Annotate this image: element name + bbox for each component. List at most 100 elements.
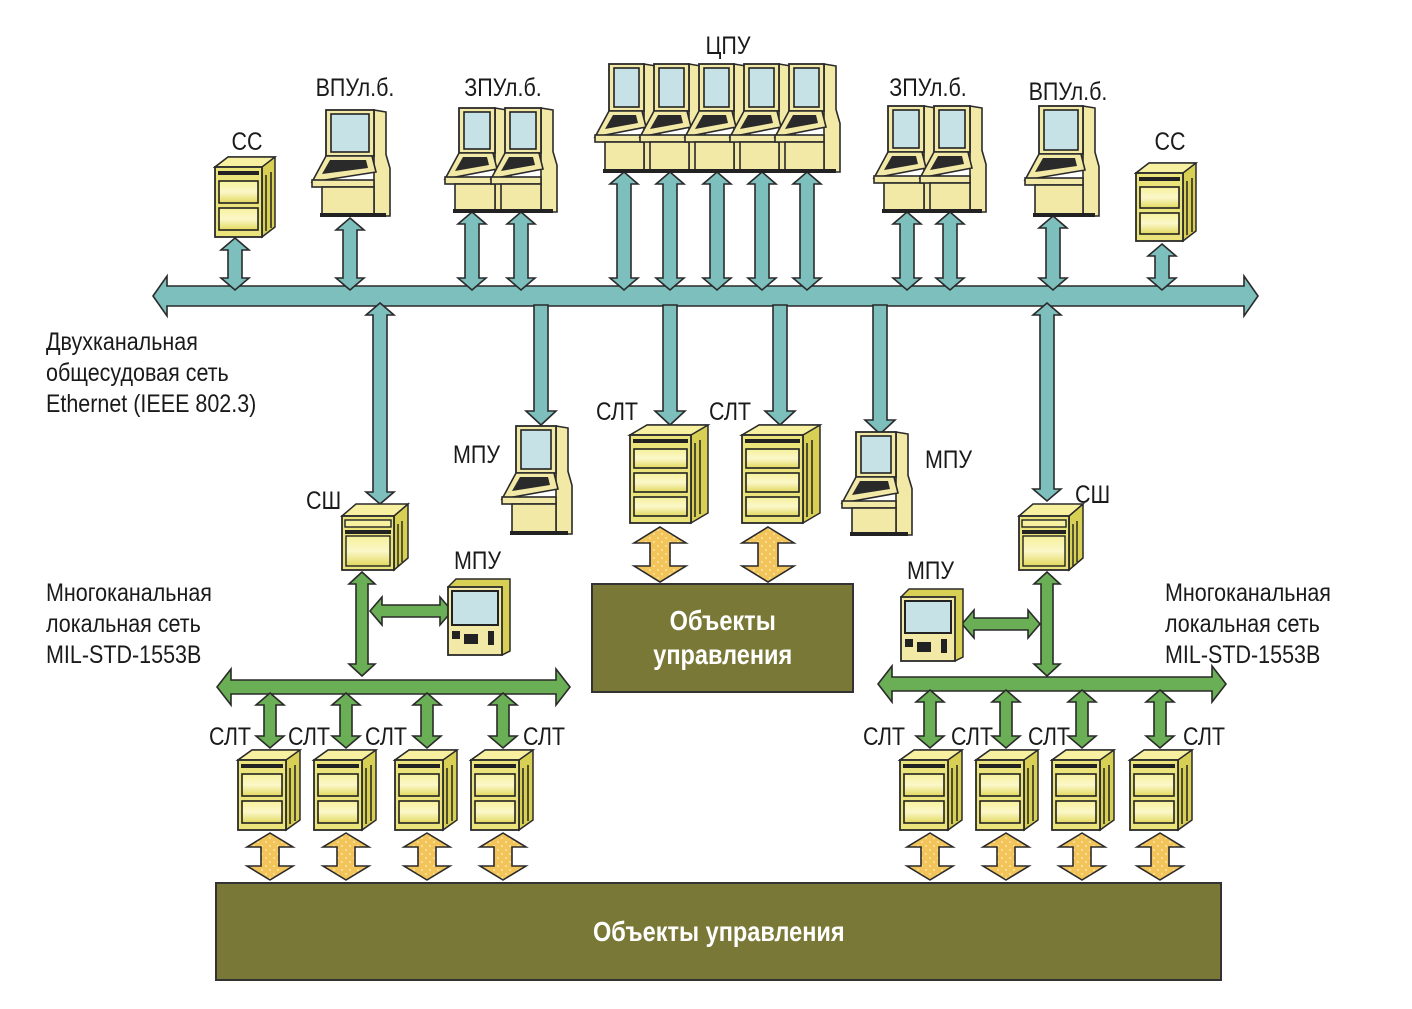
left-local-label-line-2: локальная сеть [46, 610, 201, 638]
io-slt-mid-1 [631, 526, 689, 583]
console-screen-icon [793, 67, 820, 108]
cabinet-cc-left [212, 156, 278, 239]
label-vpu-left: ВПУл.б. [315, 74, 395, 102]
link-slt-left-4 [486, 691, 520, 750]
console-foot [453, 209, 507, 213]
io-slt-right-3 [1056, 832, 1108, 881]
console-screen-icon [463, 111, 491, 150]
gateway-slot [1021, 519, 1067, 528]
left-local-label-line-3: MIL-STD-1553B [46, 641, 202, 669]
io-slt-mid-2 [739, 526, 797, 583]
label-slt-right-3: СЛТ [1028, 723, 1071, 751]
console-desk-edge [444, 176, 496, 185]
console-zpu-right [872, 105, 987, 213]
console-base [604, 141, 645, 173]
cabinet-slot [903, 764, 945, 768]
label-vpu-right: ВПУл.б. [1028, 78, 1108, 106]
link-slt-left-1 [253, 691, 287, 750]
terminal-key [464, 634, 478, 644]
label-slt-right-4: СЛТ [1183, 723, 1226, 751]
link-sh-right-local [1031, 570, 1063, 678]
cabinet-slt-left-4 [468, 749, 536, 832]
console-keys [695, 115, 728, 129]
console-foot [1033, 213, 1095, 217]
console-keys [884, 156, 918, 170]
cabinet-slot [1133, 764, 1175, 768]
link-vpu-right [1036, 214, 1070, 292]
console-keys [501, 157, 535, 171]
cabinet-drawer [979, 800, 1021, 824]
console-base [454, 183, 496, 213]
ethernet-label-line-3: Ethernet (IEEE 802.3) [46, 390, 257, 418]
console-foot [928, 209, 982, 213]
cabinet-drawer [474, 800, 516, 824]
console-desk-edge [639, 134, 690, 143]
cabinet-drawer [745, 496, 800, 517]
console-screen-icon [892, 109, 920, 149]
connection-arrows [152, 170, 1259, 881]
console-base [321, 186, 375, 217]
console-foot [882, 209, 936, 213]
link-slt-left-2 [329, 691, 363, 750]
right-local-label-line-2: локальная сеть [1165, 610, 1320, 638]
console-keys [852, 481, 890, 495]
label-cc-left: СС [231, 128, 263, 156]
cabinet-drawer [745, 448, 800, 469]
console-foot [603, 169, 656, 173]
label-zpu-left: ЗПУл.б. [464, 74, 542, 102]
label-mpu-mid-right: МПУ [925, 446, 973, 474]
link-cc-left [218, 236, 252, 292]
console-screen-icon [509, 111, 537, 150]
label-slt-right-1: СЛТ [863, 723, 906, 751]
console-keys [322, 160, 368, 174]
cabinet-slot [474, 764, 516, 768]
console-base [511, 503, 557, 535]
cabinet-slot [398, 764, 440, 768]
console-base [1034, 184, 1084, 217]
gateway-sh-left [339, 502, 411, 572]
console-mpu-mid-right [840, 431, 913, 536]
console-base [784, 141, 825, 173]
cabinet-drawer [1139, 186, 1180, 209]
console-desk-edge [729, 134, 780, 143]
console-screen-icon [703, 67, 730, 108]
link-slt-right-1 [913, 688, 947, 750]
milstd-bus-left [215, 666, 572, 708]
console-keys [605, 115, 638, 129]
cabinet-drawer [1133, 773, 1175, 797]
cabinet-drawer [903, 800, 945, 824]
console-screen-icon [520, 429, 552, 470]
left-local-label-line-1: Многоканальная [46, 579, 212, 607]
console-keys [930, 156, 964, 170]
label-slt-left-3: СЛТ [365, 723, 408, 751]
gateway-panel [345, 535, 391, 567]
terminal-key [941, 639, 947, 653]
console-side [1082, 105, 1100, 217]
link-sh-right [1030, 301, 1064, 503]
console-desk-edge [774, 134, 825, 143]
cabinet-slt-right-1 [897, 749, 965, 832]
link-slt-left-3 [410, 691, 444, 750]
label-slt-left-4: СЛТ [523, 723, 566, 751]
link-cpu-4 [745, 170, 779, 292]
terminal-key [905, 639, 913, 647]
console-side [969, 105, 987, 213]
console-desk-edge [919, 175, 971, 184]
cabinet-drawer [241, 800, 283, 824]
console-screen-icon [658, 67, 685, 108]
cabinet-drawer [317, 800, 359, 824]
cabinet-drawer [903, 773, 945, 797]
cabinet-drawer [745, 472, 800, 493]
link-sh-left-local [346, 570, 378, 678]
console-side [823, 63, 841, 173]
label-cc-right: СС [1154, 128, 1186, 156]
cabinet-slot [1055, 764, 1097, 768]
terminal-mpu-left-local [446, 578, 511, 656]
console-screen-icon [330, 113, 370, 153]
label-mpu-mid-left: МПУ [453, 441, 501, 469]
console-foot [738, 169, 791, 173]
terminal-mpu-right-local [899, 588, 964, 662]
control-objects-center-label: Объекты управления [653, 604, 792, 672]
cabinet-slot [218, 171, 259, 175]
